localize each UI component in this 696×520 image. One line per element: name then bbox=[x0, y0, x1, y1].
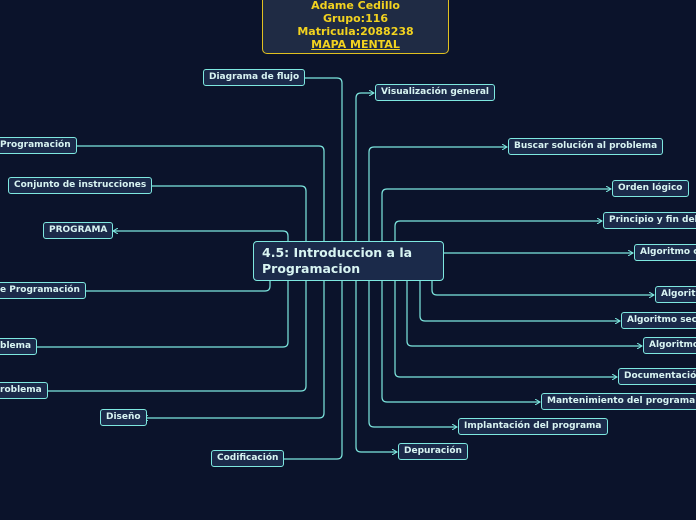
central-topic-line2: Programacion bbox=[262, 261, 361, 276]
node-programa[interactable]: PROGRAMA bbox=[43, 222, 114, 239]
link-programacion bbox=[66, 146, 325, 258]
central-topic[interactable]: 4.5: Introduccion a la Programacion bbox=[253, 241, 444, 281]
link-buscar bbox=[368, 147, 507, 258]
link-depuracion bbox=[355, 281, 397, 452]
node-visualizacion-general[interactable]: Visualización general bbox=[375, 84, 496, 101]
node-algoritmo-1[interactable]: Algoritmo co bbox=[634, 244, 696, 261]
link-alg4 bbox=[406, 281, 642, 346]
node-orden-logico[interactable]: Orden lógico bbox=[612, 180, 689, 197]
header-box: Adame Cedillo Grupo:116 Matricula:208823… bbox=[262, 0, 449, 54]
node-problema-1[interactable]: blema bbox=[0, 338, 38, 355]
central-topic-line1: 4.5: Introduccion a la bbox=[262, 245, 413, 260]
node-algoritmo-2[interactable]: Algoritm bbox=[655, 286, 696, 303]
map-title-link[interactable]: MAPA MENTAL bbox=[311, 38, 400, 51]
group-label: Grupo:116 bbox=[322, 12, 389, 25]
link-principio bbox=[394, 221, 602, 241]
node-codificacion[interactable]: Codificación bbox=[211, 450, 285, 467]
link-programa bbox=[113, 231, 289, 241]
link-implantacion bbox=[368, 281, 457, 427]
node-buscar-solucion[interactable]: Buscar solución al problema bbox=[508, 138, 664, 155]
node-principio-y-fin[interactable]: Principio y fin del al bbox=[603, 212, 696, 229]
node-programacion[interactable]: Programación bbox=[0, 137, 77, 154]
link-documentacion bbox=[394, 281, 617, 377]
node-diseno[interactable]: Diseño bbox=[100, 409, 147, 426]
link-conjunto bbox=[137, 186, 307, 258]
node-implantacion[interactable]: Implantación del programa bbox=[458, 418, 608, 435]
node-documentacion[interactable]: Documentación bbox=[618, 368, 696, 385]
node-algoritmo-secuencial[interactable]: Algoritmo secu bbox=[621, 312, 696, 329]
node-mantenimiento[interactable]: Mantenimiento del programa bbox=[541, 393, 696, 410]
id-label: Matricula:2088238 bbox=[297, 25, 414, 38]
link-diagrama bbox=[296, 78, 343, 258]
link-problema2 bbox=[42, 281, 307, 391]
link-codificacion bbox=[277, 281, 343, 459]
link-lenguaje bbox=[76, 281, 271, 291]
link-alg3 bbox=[419, 281, 620, 321]
link-orden bbox=[381, 189, 611, 241]
node-depuracion[interactable]: Depuración bbox=[398, 443, 468, 460]
link-problema1 bbox=[30, 281, 289, 347]
link-mantenimiento bbox=[381, 281, 540, 402]
node-conjunto-de-instrucciones[interactable]: Conjunto de instrucciones bbox=[8, 177, 153, 194]
node-problema-2[interactable]: roblema bbox=[0, 382, 48, 399]
node-diagrama-de-flujo[interactable]: Diagrama de flujo bbox=[203, 69, 306, 86]
link-alg2 bbox=[431, 281, 654, 295]
author-name: Adame Cedillo bbox=[311, 0, 400, 12]
link-visualizacion bbox=[355, 93, 374, 258]
link-diseno bbox=[143, 281, 325, 418]
node-algoritmo-3[interactable]: Algoritmo bbox=[643, 337, 696, 354]
node-lenguaje-de-programacion[interactable]: e Programación bbox=[0, 282, 86, 299]
